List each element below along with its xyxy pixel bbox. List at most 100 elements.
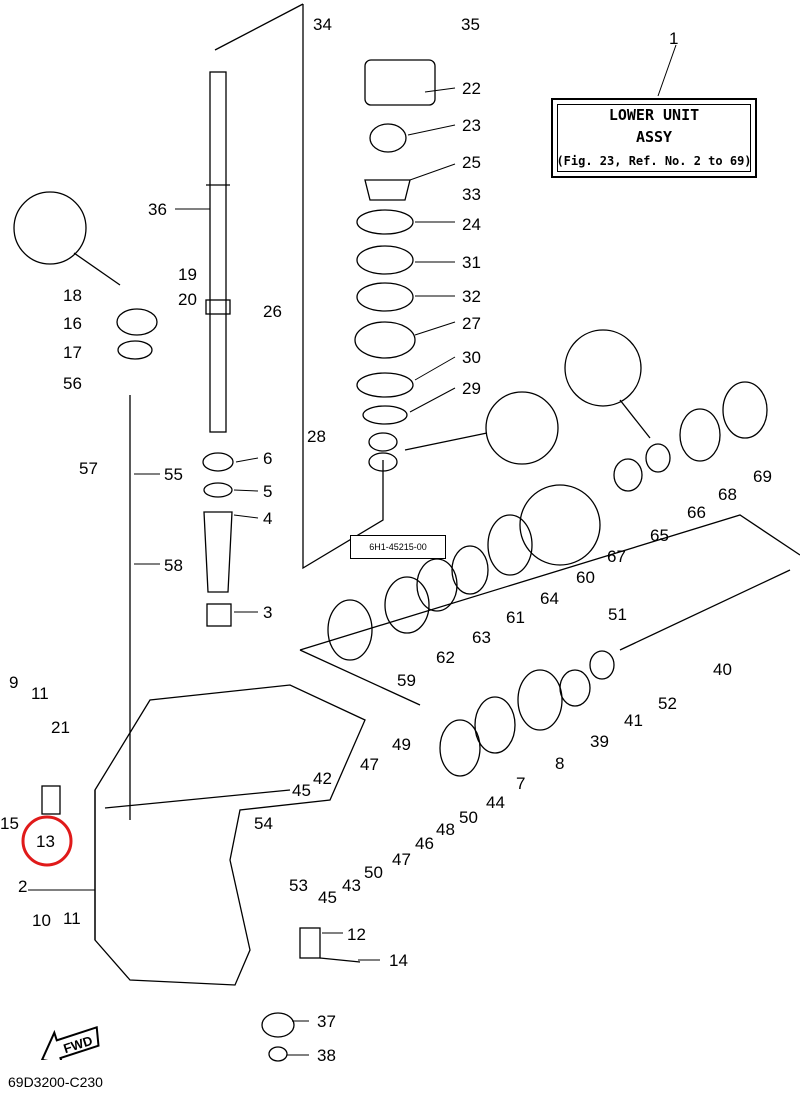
lower-casing	[94, 684, 366, 986]
callout-35: 35	[461, 15, 480, 34]
part-32	[356, 282, 414, 312]
part-29	[362, 405, 408, 425]
part-68	[679, 408, 721, 462]
part-13	[41, 785, 61, 815]
callout-56: 56	[63, 374, 82, 393]
part-52	[589, 650, 615, 680]
part-27	[354, 321, 416, 359]
part-62	[384, 576, 430, 634]
title-line-1: LOWER UNIT	[608, 106, 700, 124]
callout-41: 41	[624, 711, 643, 730]
callout-37: 37	[317, 1012, 336, 1031]
detail-bubble-center	[485, 391, 559, 465]
part-14	[319, 957, 361, 963]
callout-30: 30	[462, 348, 481, 367]
callout-19: 19	[178, 265, 197, 284]
part-60	[519, 484, 601, 566]
pump-housing	[364, 59, 436, 106]
callout-38: 38	[317, 1046, 336, 1065]
detail-bubble-right	[564, 329, 642, 407]
callout-45a: 45	[292, 781, 311, 800]
callout-10: 10	[32, 911, 51, 930]
callout-59: 59	[397, 671, 416, 690]
part-64	[487, 514, 533, 576]
highlight-circle	[21, 815, 73, 867]
callout-1: 1	[669, 29, 678, 48]
callout-53: 53	[289, 876, 308, 895]
callout-66: 66	[687, 503, 706, 522]
callout-20: 20	[178, 290, 197, 309]
part-38	[268, 1046, 288, 1062]
callout-44: 44	[486, 793, 505, 812]
callout-23: 23	[462, 116, 481, 135]
callout-26: 26	[263, 302, 282, 321]
callout-46: 46	[415, 834, 434, 853]
callout-39: 39	[590, 732, 609, 751]
part-30	[356, 372, 414, 398]
callout-48: 48	[436, 820, 455, 839]
callout-8: 8	[555, 754, 564, 773]
callout-65: 65	[650, 526, 669, 545]
callout-43: 43	[342, 876, 361, 895]
propeller-shaft	[619, 569, 791, 651]
part-28b	[368, 452, 398, 472]
part-7	[439, 719, 481, 777]
part-23	[369, 123, 407, 153]
callout-16: 16	[63, 314, 82, 333]
callout-34: 34	[313, 15, 332, 34]
callout-47b: 47	[392, 850, 411, 869]
callout-6: 6	[263, 449, 272, 468]
callout-21: 21	[51, 718, 70, 737]
part-28a	[368, 432, 398, 452]
callout-50a: 50	[459, 808, 478, 827]
callout-29: 29	[462, 379, 481, 398]
part-4	[203, 511, 233, 593]
part-24	[356, 209, 414, 235]
part-63	[416, 558, 458, 612]
part-61	[451, 545, 489, 595]
callout-12: 12	[347, 925, 366, 944]
driveshaft-top-leader	[214, 3, 304, 51]
callout-22: 22	[462, 79, 481, 98]
callout-5: 5	[263, 482, 272, 501]
callout-69: 69	[753, 467, 772, 486]
part-12	[299, 927, 321, 959]
callout-13: 13	[36, 832, 55, 851]
part-37	[261, 1012, 295, 1038]
title-line-2: ASSY	[635, 128, 673, 146]
part-17	[117, 340, 153, 360]
callout-67: 67	[607, 547, 626, 566]
callout-40: 40	[713, 660, 732, 679]
callout-9: 9	[9, 673, 18, 692]
part-25-impeller	[364, 179, 411, 201]
callout-4: 4	[263, 509, 272, 528]
callout-49: 49	[392, 735, 411, 754]
callout-28: 28	[307, 427, 326, 446]
callout-3: 3	[263, 603, 272, 622]
callout-62: 62	[436, 648, 455, 667]
part-number-label: 6H1-45215-00	[350, 535, 446, 559]
callout-64: 64	[540, 589, 559, 608]
part-6	[202, 452, 234, 472]
callout-47a: 47	[360, 755, 379, 774]
callout-33: 33	[462, 185, 481, 204]
driveshaft-bracket	[302, 4, 384, 570]
part-5	[203, 482, 233, 498]
callout-24: 24	[462, 215, 481, 234]
callout-61: 61	[506, 608, 525, 627]
part-59-gear	[327, 599, 373, 661]
part-69	[722, 381, 768, 439]
callout-27: 27	[462, 314, 481, 333]
part-8	[474, 696, 516, 754]
callout-14: 14	[389, 951, 408, 970]
callout-58: 58	[164, 556, 183, 575]
drive-shaft	[209, 71, 227, 433]
fwd-arrow-icon: FWD	[40, 1025, 100, 1060]
part-39	[517, 669, 563, 731]
part-16	[116, 308, 158, 336]
propshaft-bracket	[299, 514, 800, 651]
callout-51: 51	[608, 605, 627, 624]
callout-11a: 11	[31, 684, 49, 703]
